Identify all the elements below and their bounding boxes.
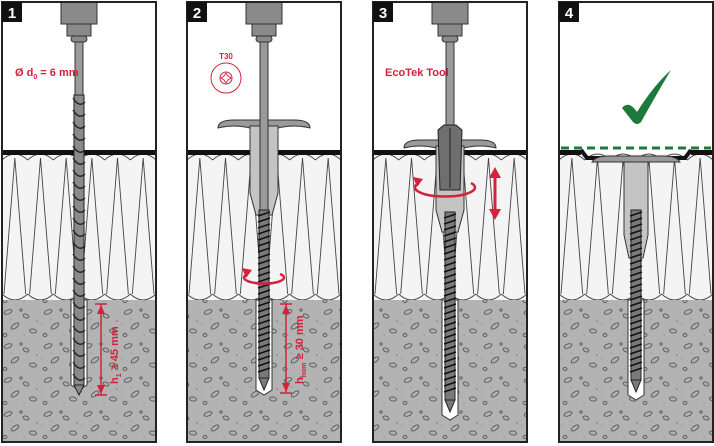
label-main: h [109,377,121,384]
panel-frame [1,1,157,443]
drill-chuck-collar [251,23,277,37]
bit-shaft [445,41,455,131]
screw-tip [258,377,270,392]
label-rest: = 6 mm [37,67,78,79]
screw-tip [630,379,642,394]
rotate-arrow-icon [242,268,286,285]
drill-chuck-collar [437,23,463,37]
drill-chuck-tip [70,35,88,43]
step-badge [187,2,207,22]
label-rest: ≥ 30 mm [294,315,306,362]
panel-frame [558,1,714,443]
drill-bit-tip [73,384,85,397]
dimension-label: h1 ≥ 45 mm [109,326,123,384]
step-badge [2,2,22,22]
depth-dimension-arrow [280,303,292,394]
torx-outer-ring [210,62,242,94]
double-arrow-down [489,209,501,220]
label-subscript: 0 [33,74,37,81]
label-subscript: nom [301,362,308,377]
step-badge [373,2,393,22]
arrowhead-down [282,383,290,392]
dimension-label: hnom ≥ 30 mm [294,315,308,384]
panel-frame [186,1,342,443]
vertical-double-arrow-icon [489,167,501,220]
arrowhead-up [97,305,105,314]
roof-membrane [691,150,713,155]
step-2-panel: 2 [186,1,342,443]
rotation-arrowhead [242,268,252,278]
rotate-arrow-icon [413,177,477,198]
drill-chuck [431,1,469,25]
drill-bit-flutes [72,97,86,381]
drill-chuck [60,1,98,25]
step-badge [559,2,579,22]
torx-t30-icon [210,62,242,94]
screw-body [630,209,642,381]
bit-size-label: T30 [219,52,233,61]
screw-thread [257,211,271,373]
screw-thread [443,213,457,393]
panel-frame [372,1,528,443]
drill-chuck [245,1,283,25]
step-number: 3 [379,5,387,22]
checkmark-icon [622,70,671,124]
torx-inner-ring [219,71,233,85]
dimension-label: Ø d0 = 6 mm [15,67,79,81]
step-number: 1 [8,5,16,22]
label-main: Ø d [15,67,33,79]
step-number: 2 [193,5,201,22]
rotation-curve [242,272,286,285]
screw-thread [629,211,643,373]
step-4-panel: 4 [558,1,714,443]
drill-chuck-collar [66,23,92,37]
drill-chuck-tip [441,35,459,43]
arrowhead-up [282,305,290,314]
label-subscript: 1 [116,373,123,377]
sleeve-plate [591,155,681,163]
bit-shaft [259,41,269,211]
roof-membrane [559,150,581,155]
screw-tip [444,399,456,414]
double-arrow-up [489,167,501,178]
tool-name-label: EcoTek Tool [385,67,449,79]
label-rest: ≥ 45 mm [109,326,121,373]
drill-chuck-tip [255,35,273,43]
depth-dimension-arrow [95,303,107,396]
label-main: h [294,377,306,384]
torx-star [220,72,232,84]
rotation-curve [413,181,477,198]
arrowhead-down [97,385,105,394]
step-1-panel: 1 [1,1,157,443]
step-3-panel: 3 [372,1,528,443]
rotation-arrowhead [413,177,423,187]
step-number: 4 [565,5,574,22]
